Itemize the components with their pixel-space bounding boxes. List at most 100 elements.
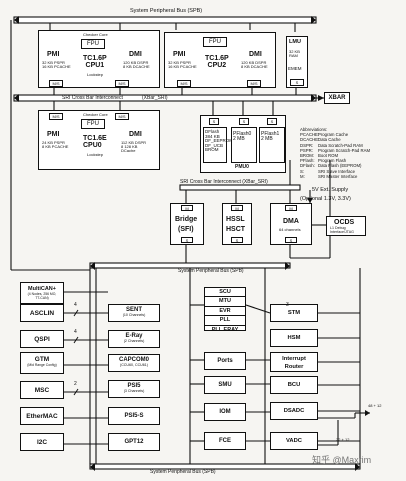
pflash0-text: PFlash0 2 MB xyxy=(233,131,252,142)
peripheral-label: CAPCOM0 xyxy=(118,357,149,363)
scu-row: MTU xyxy=(205,297,245,307)
abbrev-key: BROM: xyxy=(300,153,315,159)
adc-input-dsadc: 48 + 12 xyxy=(368,403,382,408)
bus-width-stm: 3 xyxy=(286,302,289,308)
dflash-text: DFlash 384 KB DF_EEPROM DF_UCB BROM xyxy=(205,129,234,152)
cpu2-dmi: DMI xyxy=(249,51,262,58)
cpu1-pmi: PMI xyxy=(47,51,60,58)
abbrev-value: Program Flash xyxy=(318,158,347,164)
pmu-s-port: S xyxy=(209,118,219,125)
peripheral-block: I2C xyxy=(20,433,64,451)
cpu0-ms-port: M/S xyxy=(115,113,129,120)
scu-row: PLL ERAY xyxy=(211,326,239,333)
abbrev-value: Data Scratch-Pad RAM xyxy=(318,142,363,148)
ocds-block: OCDS L1 Debug Interface/JTAG xyxy=(326,216,366,236)
hssl-m-port: M xyxy=(231,205,243,211)
dflash-block: DFlash 384 KB DF_EEPROM DF_UCB BROM xyxy=(203,127,233,163)
abbrev-value: Boot ROM xyxy=(318,153,339,159)
spb-mid-label: System Peripheral Bus (SPB) xyxy=(178,268,244,274)
peripheral-sub: (2 Channels) xyxy=(123,339,145,343)
abbrev-value: SRI Slave Interface xyxy=(318,168,356,174)
bridge-s-port: S xyxy=(181,237,193,243)
peripheral-label: GPT12 xyxy=(124,439,144,445)
peripheral-block: Interrupt Router xyxy=(270,352,318,372)
abbrev-key: PSPR: xyxy=(300,147,313,153)
dma-s-port: S xyxy=(285,237,297,243)
cpu1-core: TC1.6P CPU1 xyxy=(83,55,107,69)
peripheral-sub: (Mid Range Config) xyxy=(27,363,57,367)
peripheral-block: E-Ray(2 Channels) xyxy=(108,330,160,348)
peripheral-block: GTM(Mid Range Config) xyxy=(20,352,64,374)
cpu2-pmi: PMI xyxy=(173,51,186,58)
hssl-s-port: S xyxy=(231,237,243,243)
peripheral-sub: (CCU60, CCU61) xyxy=(120,363,148,367)
cpu0-pmi-mem: 24 KB PSPR 8 KB PCACHE xyxy=(42,140,69,149)
dma-m-port: M xyxy=(285,205,297,211)
abbrev-key: M: xyxy=(300,173,305,179)
cpu1-pmi-mem: 32 KB PSPR 16 KB PCACHE xyxy=(42,60,71,69)
peripheral-block: IOM xyxy=(204,403,246,421)
lmu-block: LMU 32 KB RAM EMEM S xyxy=(286,36,308,88)
supply-line1: 5V Ext. Supply xyxy=(312,187,349,193)
bus-width-qspi: 4 xyxy=(74,329,77,335)
cpu0-checker-label: Checker Core xyxy=(83,112,108,117)
cpu2-core: TC1.6P CPU2 xyxy=(205,55,229,69)
hssl-title: HSSL xyxy=(226,216,245,223)
abbrev-key: DFlash: xyxy=(300,163,315,169)
cpu2-ms-port: M/S xyxy=(247,80,261,87)
peripheral-sub: (3 Channels) xyxy=(123,389,145,393)
abbrev-value: Program Scratch-Pad RAM xyxy=(318,147,371,153)
cpu1-cluster: Checker Core FPU PMI 32 KB PSPR 16 KB PC… xyxy=(38,30,160,88)
abbrev-key: DSPR: xyxy=(300,142,314,148)
cpu2-dmi-mem: 120 KB DSPR 8 KB DCACHE xyxy=(241,60,268,69)
ocds-sub: L1 Debug Interface/JTAG xyxy=(330,226,354,234)
cpu2-ms-port: M/S xyxy=(177,80,191,87)
peripheral-label: GTM xyxy=(34,356,50,363)
supply-line2: (Optional 1.3V, 3.3V) xyxy=(300,196,351,202)
scu-row: EVR xyxy=(205,307,245,317)
scu-row: PLL xyxy=(205,316,245,326)
peripheral-block: EtherMAC xyxy=(20,407,64,425)
abbrev-value: Data Cache xyxy=(318,137,341,143)
peripheral-block: DSADC xyxy=(270,402,318,420)
pflash1-text: PFlash1 2 MB xyxy=(261,131,280,142)
watermark-text: 知乎 @Maxrim xyxy=(312,455,372,465)
pmu-s-port: S xyxy=(267,118,277,125)
pmu-block: S S S DFlash 384 KB DF_EEPROM DF_UCB BRO… xyxy=(200,115,286,173)
peripheral-label: SENT xyxy=(125,307,142,313)
peripheral-label: EtherMAC xyxy=(26,413,58,420)
spb-bottom-label: System Peripheral Bus (SPB) xyxy=(150,469,216,475)
peripheral-block: PSI5(3 Channels) xyxy=(108,380,160,398)
abbrev-key: S: xyxy=(300,168,305,174)
cpu1-ms-port: M/S xyxy=(115,80,129,87)
peripheral-block: Ports xyxy=(204,352,246,370)
abbrev-key: PCACHE: xyxy=(300,132,320,138)
abbrev-value: Data Flash (EEPROM) xyxy=(318,163,362,169)
peripheral-block: ASCLIN xyxy=(20,304,64,322)
peripheral-block: MultiCAN+(4 Nodes, 256 MO, TT-CAN) xyxy=(20,282,64,304)
cpu1-fpu: FPU xyxy=(81,39,105,49)
bus-width-asclin: 4 xyxy=(74,302,77,308)
cpu0-dmi-mem: 112 KB DSPR 8 128 KB DCache xyxy=(121,140,147,153)
peripheral-sub: (4 Nodes, 256 MO, TT-CAN) xyxy=(27,292,57,300)
peripheral-label: MultiCAN+ xyxy=(28,286,56,292)
scu-row: SCU xyxy=(205,288,245,298)
lmu-emem: EMEM xyxy=(288,66,302,71)
peripheral-block: MSC xyxy=(20,381,64,399)
peripheral-label: PSI5 xyxy=(127,383,141,389)
bridge-m-port: M xyxy=(181,205,193,211)
cpu0-pmi: PMI xyxy=(47,131,60,138)
abbrev-value: Program Cache xyxy=(318,132,349,138)
cpu1-dmi: DMI xyxy=(129,51,142,58)
cpu0-cluster: M/S M/S Checker Core FPU PMI 24 KB PSPR … xyxy=(38,110,160,170)
peripheral-block: VADC xyxy=(270,432,318,450)
peripheral-label: PSI5-S xyxy=(124,413,144,419)
dma-title: DMA xyxy=(283,218,299,225)
peripheral-label: QSPI xyxy=(34,336,50,343)
cpu0-dmi: DMI xyxy=(129,131,142,138)
abbrev-key: PFlash: xyxy=(300,158,315,164)
cpu2-cluster: FPU PMI 32 KB PSPR 16 KB PCACHE TC1.6P C… xyxy=(164,32,276,88)
